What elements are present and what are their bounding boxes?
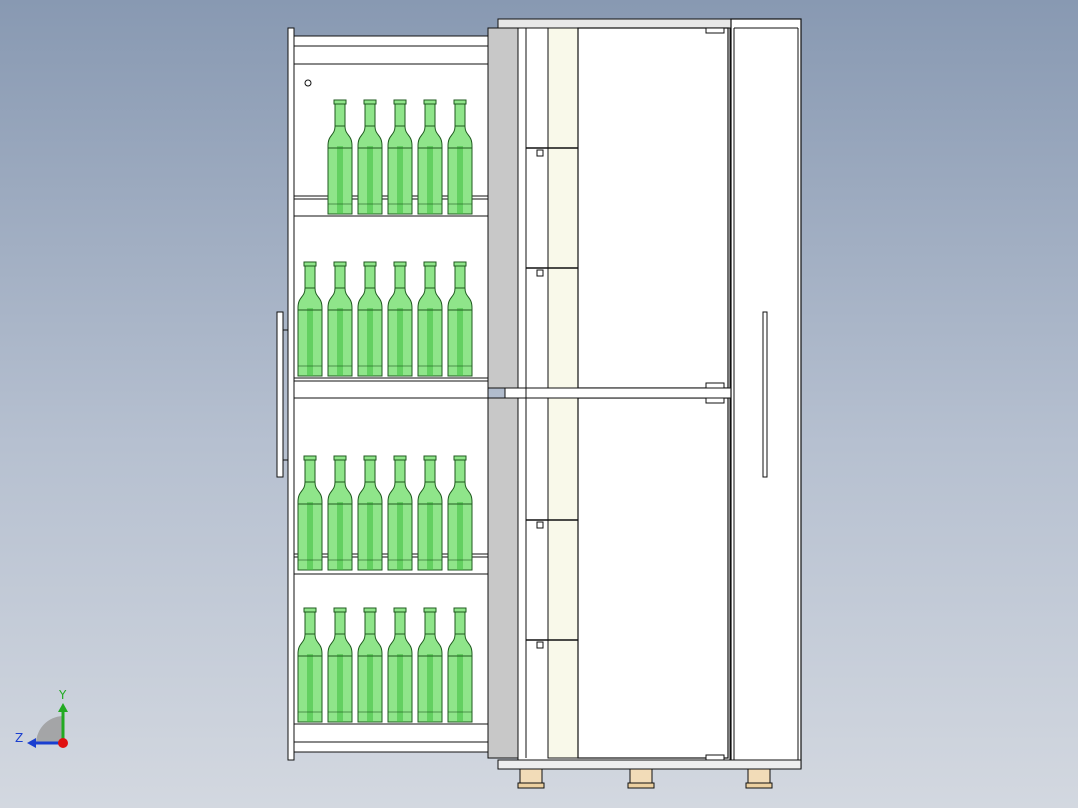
wine-bottle [297, 607, 323, 723]
wine-bottle [327, 261, 353, 377]
cabinet-base [497, 759, 802, 770]
wine-bottle [447, 261, 473, 377]
hinge-bottom [705, 754, 725, 761]
wine-bottle [327, 607, 353, 723]
wine-bottle [297, 261, 323, 377]
wine-bottle [327, 455, 353, 571]
wine-bottle [357, 99, 383, 215]
wine-bottle [447, 607, 473, 723]
wine-bottle [387, 99, 413, 215]
wine-bottle [417, 607, 443, 723]
top-rail [293, 45, 489, 65]
hinge-mid-bottom [705, 397, 725, 404]
lower-compartment [577, 397, 729, 759]
closed-door-handle [762, 311, 768, 478]
cabinet-feet [517, 768, 773, 789]
hinge-mid-top [705, 382, 725, 389]
open-door-handle [276, 311, 284, 478]
wine-bottle [357, 455, 383, 571]
wine-bottle [327, 99, 353, 215]
wine-bottle [387, 607, 413, 723]
triad-y-label: Y [59, 688, 67, 702]
gasket-strip-top [547, 27, 579, 389]
wine-bottle [357, 607, 383, 723]
wine-bottle [297, 455, 323, 571]
wine-bottle [417, 455, 443, 571]
door-side-panel-top [487, 27, 519, 389]
gasket-strip-bottom [547, 397, 579, 759]
cabinet-body [497, 18, 802, 789]
upper-compartment [577, 27, 729, 389]
bottle-group [297, 99, 473, 723]
wine-bottle [417, 261, 443, 377]
wine-bottle [447, 99, 473, 215]
shelf-brackets [525, 28, 578, 758]
wine-bottle [387, 455, 413, 571]
middle-divider [504, 387, 732, 399]
wine-bottle [387, 261, 413, 377]
coordinate-triad [27, 703, 68, 748]
triad-z-label: Z [15, 731, 24, 745]
x-axis-dot [58, 738, 68, 748]
wine-bottle [417, 99, 443, 215]
open-door-edge [287, 27, 295, 761]
wine-bottle [447, 455, 473, 571]
wine-bottle [357, 261, 383, 377]
bottom-rail [293, 723, 489, 743]
hinge-top [705, 27, 725, 34]
door-side-panel-bottom [487, 397, 519, 759]
open-door-assembly [276, 27, 489, 761]
triad-arc [36, 716, 63, 743]
